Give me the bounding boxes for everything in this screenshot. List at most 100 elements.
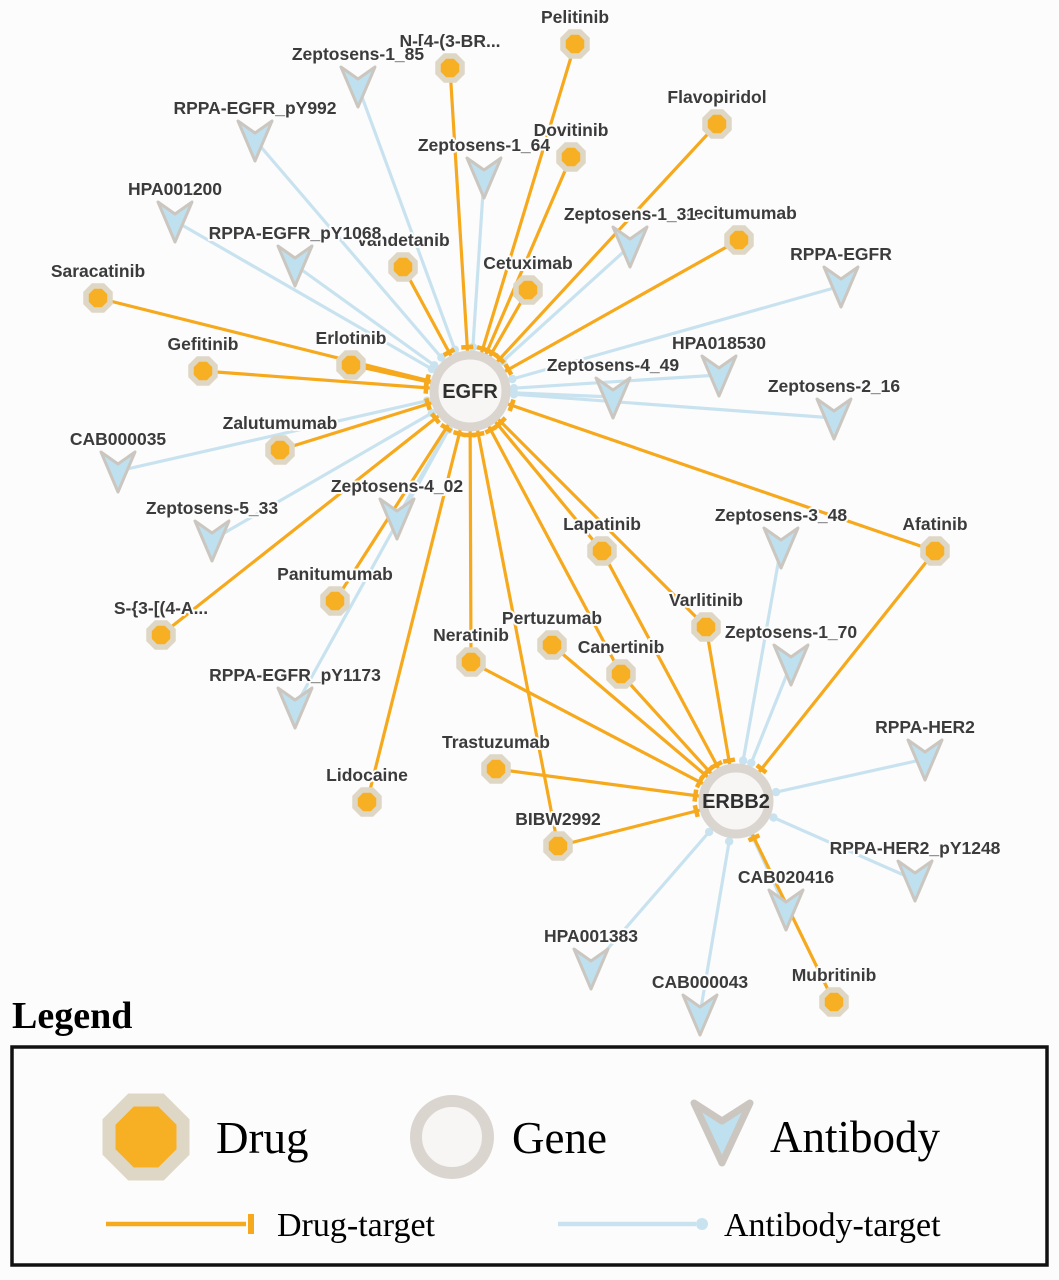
node-label: RPPA-EGFR xyxy=(790,244,892,264)
node-label: Zeptosens-2_16 xyxy=(768,376,901,396)
antibody-target-edge xyxy=(734,545,783,803)
node-label: Zeptosens-1_85 xyxy=(292,44,425,64)
drug-node xyxy=(513,275,543,305)
node-label: Zeptosens-3_48 xyxy=(715,505,848,525)
drug-node xyxy=(543,831,573,861)
drug-target-edge xyxy=(365,389,472,804)
antibody-node xyxy=(594,376,632,420)
node-label: Flavopiridol xyxy=(667,87,766,107)
drug-target-edge xyxy=(333,389,472,603)
node-label: Zeptosens-1_70 xyxy=(725,622,858,642)
drug-node xyxy=(920,536,950,566)
node-label: Pertuzumab xyxy=(502,608,602,628)
drug-target-edge xyxy=(464,389,477,664)
drug-node xyxy=(587,536,617,566)
node-label: Erlotinib xyxy=(316,328,387,348)
antibody-node xyxy=(156,200,194,244)
node-label: S-{3-[(4-A... xyxy=(114,598,208,618)
drug-target-edge xyxy=(600,549,738,803)
node-label: Zeptosens-1_64 xyxy=(418,135,551,155)
node-label: RPPA-EGFR_pY1068 xyxy=(209,223,382,243)
gene-node: ERBB2 xyxy=(698,763,774,839)
drug-node xyxy=(456,647,486,677)
drug-target-edge xyxy=(468,389,623,676)
antibody-node xyxy=(378,497,416,541)
drug-node xyxy=(435,53,465,83)
antibody-node xyxy=(236,119,274,163)
drug-node xyxy=(724,225,754,255)
node-label: Panitumumab xyxy=(277,564,393,584)
drug-node xyxy=(320,586,350,616)
legend-title: Legend xyxy=(12,995,132,1037)
node-label: Lidocaine xyxy=(326,765,408,785)
antibody-node xyxy=(772,643,810,687)
antibody-node xyxy=(276,244,314,288)
drug-node xyxy=(352,787,382,817)
node-label: Mubritinib xyxy=(792,965,877,985)
drug-target-edge xyxy=(159,389,472,637)
node-label: CAB000035 xyxy=(70,429,167,449)
drug-target-edge xyxy=(468,389,560,848)
legend: Legend Drug Gene Antibody Drug-target An… xyxy=(10,995,1049,1267)
drug-node xyxy=(702,109,732,139)
node-label: RPPA-EGFR_pY1173 xyxy=(209,665,381,685)
drug-node xyxy=(83,283,113,313)
gene-node-label: EGFR xyxy=(442,381,498,403)
drug-node xyxy=(188,356,218,386)
antibody-node xyxy=(611,225,649,269)
antibody-node xyxy=(762,526,800,570)
gene-node: EGFR xyxy=(429,350,511,432)
drug-node xyxy=(481,754,511,784)
drug-legend-icon xyxy=(102,1093,190,1181)
antibody-node xyxy=(700,354,738,398)
antibody-target-legend-dot xyxy=(696,1218,708,1230)
node-label: HPA001383 xyxy=(544,926,638,946)
node-label: RPPA-HER2_pY1248 xyxy=(830,838,1001,858)
node-label: Zeptosens-4_02 xyxy=(331,476,464,496)
node-label: Gefitinib xyxy=(168,334,239,354)
drug-node xyxy=(556,142,586,172)
drug-target-edge xyxy=(734,549,937,803)
drug-node xyxy=(388,252,418,282)
node-label: CAB020416 xyxy=(738,867,835,887)
gene-legend-label: Gene xyxy=(512,1113,607,1163)
antibody-node xyxy=(193,519,231,563)
drug-node xyxy=(336,350,366,380)
antibody-node xyxy=(906,738,944,782)
node-label: Dovitinib xyxy=(534,120,609,140)
node-label: RPPA-EGFR_pY992 xyxy=(173,98,336,118)
node-label: Afatinib xyxy=(902,514,967,534)
drug-legend-label: Drug xyxy=(216,1113,308,1163)
node-label: Zeptosens-5_33 xyxy=(146,498,279,518)
node-label: Lapatinib xyxy=(563,514,641,534)
drug-target-edge xyxy=(468,238,741,393)
antibody-node xyxy=(99,450,137,494)
node-label: Trastuzumab xyxy=(442,732,550,752)
node-label: N-[4-(3-BR... xyxy=(399,31,500,51)
node-label: Zeptosens-1_31 xyxy=(564,204,697,224)
antibody-node xyxy=(815,397,853,441)
drug-node xyxy=(819,987,849,1017)
antibody-node xyxy=(339,65,377,109)
drug-node xyxy=(537,630,567,660)
antibody-target-edge xyxy=(468,389,836,420)
nodes-layer: EGFR ERBB2 xyxy=(83,29,950,1037)
drug-node xyxy=(146,620,176,650)
node-label: Zeptosens-4_49 xyxy=(547,355,680,375)
antibody-node xyxy=(767,888,805,932)
drug-node xyxy=(560,29,590,59)
drug-target-legend-label: Drug-target xyxy=(277,1207,436,1244)
antibody-legend-label: Antibody xyxy=(770,1112,941,1162)
node-label: HPA018530 xyxy=(672,333,766,353)
drug-node xyxy=(606,659,636,689)
drug-target-edge xyxy=(468,42,577,393)
antibody-node xyxy=(681,993,719,1037)
node-label: Vandetanib xyxy=(356,230,449,250)
antibody-target-edge xyxy=(253,138,472,393)
antibody-node xyxy=(465,156,503,200)
node-label: Pelitinib xyxy=(541,7,609,27)
antibody-node xyxy=(572,947,610,991)
